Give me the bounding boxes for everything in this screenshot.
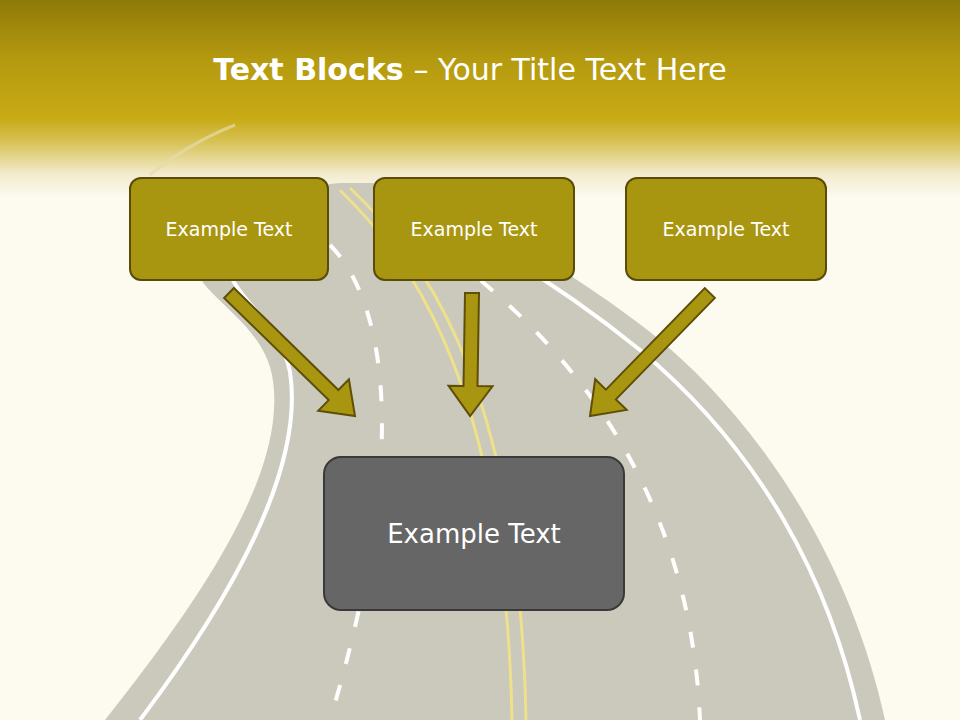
result-box: Example Text (323, 456, 625, 611)
block-arrow (590, 288, 715, 416)
box-text: Example Text (166, 218, 293, 240)
slide-title: Text Blocks (213, 52, 403, 87)
title-label: – Your Title Text Here (414, 52, 727, 87)
road-edge-line (140, 250, 292, 720)
text-box: Example Text (129, 177, 329, 281)
box-text: Example Text (411, 218, 538, 240)
distant-road (150, 125, 235, 175)
text-box: Example Text (625, 177, 827, 281)
text-box: Example Text (373, 177, 575, 281)
block-arrow (224, 288, 355, 416)
box-text: Example Text (663, 218, 790, 240)
header-band (0, 0, 960, 200)
box-text: Example Text (387, 519, 561, 549)
title-bar: Text Blocks – Your Title Text Here (0, 52, 940, 87)
block-arrow (449, 293, 493, 416)
